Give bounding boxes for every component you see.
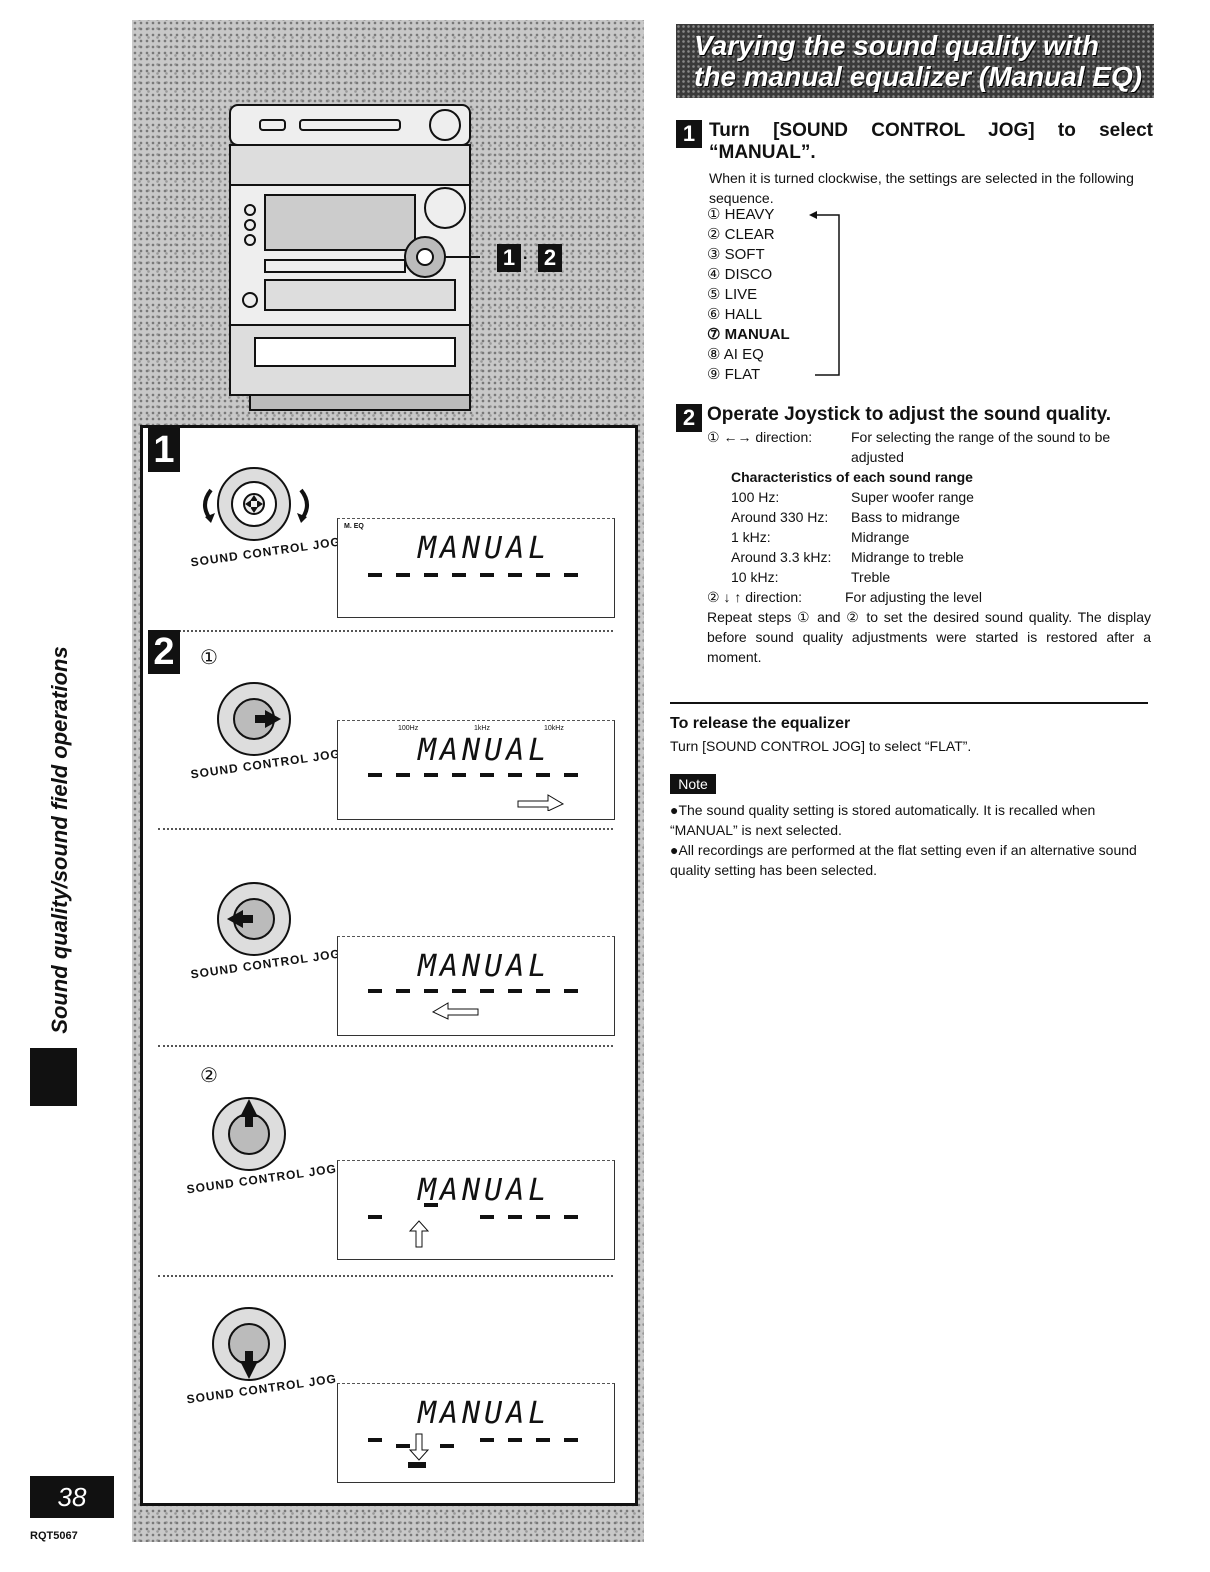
divider (158, 1045, 613, 1047)
note-item: ●The sound quality setting is stored aut… (670, 802, 1096, 838)
step1-number-badge: 1 (676, 120, 702, 148)
list-item: ④ DISCO (707, 266, 773, 283)
lcd-display: MANUAL (337, 936, 615, 1036)
callout-step2-badge: 2 (538, 244, 562, 272)
stereo-unit-illustration (229, 104, 480, 411)
sequence-loop-arrow-icon (809, 211, 840, 376)
jog-dial-left-icon (217, 882, 291, 956)
lcd-word: MANUAL (418, 1396, 551, 1431)
list-item: ⑦ MANUAL (707, 326, 790, 343)
direction-1-label: ① ←→ direction: (707, 429, 813, 445)
list-item: ② CLEAR (707, 226, 775, 243)
release-text: Turn [SOUND CONTROL JOG] to select “FLAT… (670, 738, 972, 754)
list-item: ⑥ HALL (707, 306, 763, 323)
table-row: 100 Hz:Super woofer range (731, 489, 974, 505)
lcd-display: MANUAL (337, 1383, 615, 1483)
callout-dot: · (523, 250, 529, 267)
step2-number-badge: 2 (676, 404, 702, 432)
list-item: ⑧ AI EQ (707, 346, 764, 363)
lcd-mode-label: M. EQ (344, 523, 364, 530)
step1-heading: Turn [SOUND CONTROL JOG] to select “MANU… (709, 120, 1153, 163)
direction-2-label: ② ↓ ↑ direction: (707, 589, 803, 605)
jog-dial-icon (217, 467, 291, 541)
eq-sequence-list: ① HEAVY ② CLEAR ③ SOFT ④ DISCO ⑤ LIVE ⑥ … (707, 205, 857, 385)
page-number: 38 (30, 1476, 114, 1518)
table-row: Around 3.3 kHz:Midrange to treble (731, 549, 964, 565)
step1-description: When it is turned clockwise, the setting… (709, 170, 1134, 206)
substep-1-marker: ① (200, 647, 218, 669)
divider (158, 1275, 613, 1277)
lcd-word: MANUAL (418, 531, 551, 566)
divider (158, 630, 613, 632)
note-badge: Note (670, 774, 716, 794)
title-line-1: Varying the sound quality with (694, 30, 1099, 61)
lcd-display: M. EQ MANUAL (337, 518, 615, 618)
jog-dial-down-icon (212, 1307, 286, 1381)
lcd-display: MANUAL (337, 1160, 615, 1260)
section-side-title: Sound quality/sound field operations (47, 646, 72, 1034)
note-item: ●All recordings are performed at the fla… (670, 842, 1137, 878)
characteristics-title: Characteristics of each sound range (731, 469, 973, 485)
substep-2-marker: ② (200, 1065, 218, 1087)
step1-badge: 1 (148, 428, 180, 472)
model-code: RQT5067 (30, 1530, 78, 1542)
lcd-word: MANUAL (418, 949, 551, 984)
eq-bars (368, 989, 578, 1020)
divider (158, 828, 613, 830)
section-divider (670, 702, 1148, 704)
release-heading: To release the equalizer (670, 715, 851, 732)
step2-badge: 2 (148, 630, 180, 674)
section-marker-block (30, 1048, 77, 1106)
callout-step1-badge: 1 (497, 244, 521, 272)
table-row: 1 kHz:Midrange (731, 529, 910, 545)
jog-dial-up-icon (212, 1097, 286, 1171)
list-item: ③ SOFT (707, 246, 765, 263)
table-row: 10 kHz:Treble (731, 569, 891, 585)
eq-bars (368, 573, 578, 577)
lcd-word: MANUAL (418, 1173, 551, 1208)
list-item: ⑨ FLAT (707, 366, 761, 383)
table-row: Around 330 Hz:Bass to midrange (731, 509, 960, 525)
step2-heading: Operate Joystick to adjust the sound qua… (707, 404, 1112, 425)
eq-bars (368, 1203, 578, 1248)
title-line-2: the manual equalizer (Manual EQ) (694, 61, 1143, 92)
page-title-banner: Varying the sound quality with the manua… (676, 24, 1154, 98)
jog-dial-right-icon (217, 682, 291, 756)
list-item: ⑤ LIVE (707, 286, 758, 303)
rotate-arrows-icon (203, 488, 309, 523)
lcd-word: MANUAL (418, 733, 551, 768)
eq-bars (368, 773, 578, 811)
lcd-display: 100Hz 1kHz 10kHz MANUAL (337, 720, 615, 820)
direction-1-text: For selecting the range of the sound to … (851, 429, 1111, 465)
direction-2-text: For adjusting the level (845, 589, 982, 605)
list-item: ① HEAVY (707, 206, 775, 223)
sound-range-table: 100 Hz:Super woofer range Around 330 Hz:… (731, 487, 1151, 587)
repeat-instructions: Repeat steps ① and ② to set the desired … (707, 609, 1151, 665)
eq-bars (368, 1433, 578, 1468)
